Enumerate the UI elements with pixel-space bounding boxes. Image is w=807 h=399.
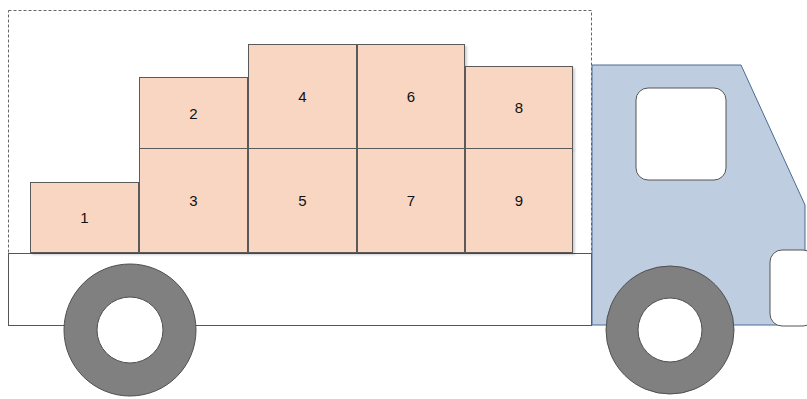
box-number: 6	[407, 88, 415, 105]
box-number: 3	[189, 192, 197, 209]
front-wheel	[606, 266, 734, 394]
box-number: 8	[515, 99, 523, 116]
box-number: 2	[189, 105, 197, 122]
box-number: 5	[298, 192, 306, 209]
cargo-box: 1	[30, 182, 139, 253]
cargo-box: 7	[357, 148, 465, 253]
cargo-box: 9	[465, 148, 573, 253]
cab-window	[636, 88, 726, 180]
cargo-box: 8	[465, 66, 573, 149]
front-hub	[638, 298, 702, 362]
box-number: 9	[515, 192, 523, 209]
cargo-outline	[9, 11, 592, 254]
box-number: 4	[298, 88, 306, 105]
box-number: 7	[407, 192, 415, 209]
cargo-box: 5	[248, 148, 357, 253]
bumper	[770, 250, 807, 326]
cargo-box: 2	[139, 77, 248, 149]
box-number: 1	[80, 209, 88, 226]
rear-wheel	[64, 264, 196, 396]
cargo-box: 4	[248, 44, 357, 149]
rear-hub	[97, 297, 163, 363]
cargo-box: 6	[357, 44, 465, 149]
cargo-box: 3	[139, 148, 248, 253]
